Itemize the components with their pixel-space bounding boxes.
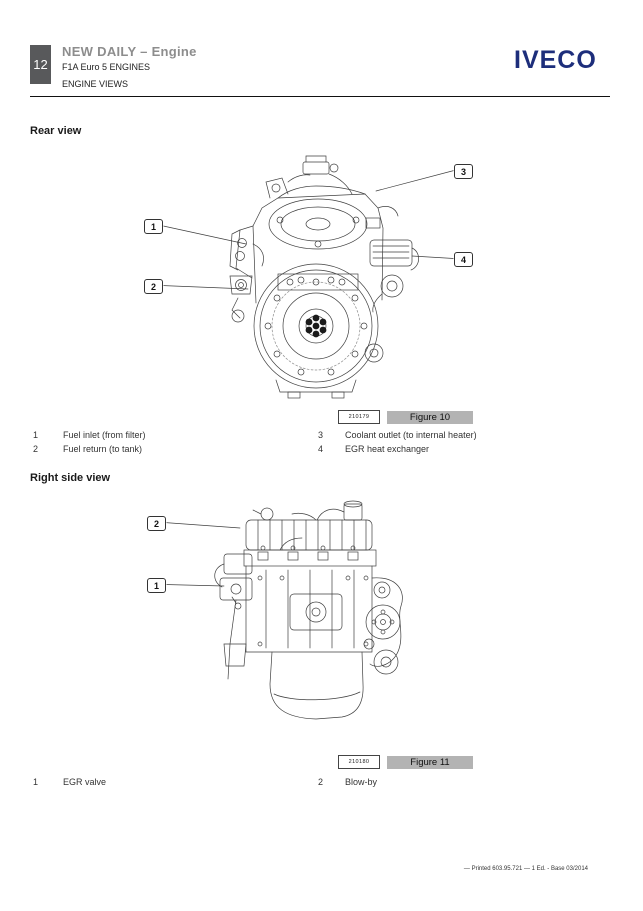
figure-code-box: 210179 <box>338 410 380 424</box>
leader-lines <box>163 522 241 587</box>
page-number-box: 12 <box>30 45 51 84</box>
valve-cover <box>268 198 368 250</box>
legend-number: 1 <box>33 430 39 440</box>
callout-2: 2 <box>144 279 163 294</box>
crankcase-block <box>245 565 373 653</box>
section-title-rear-view: Rear view <box>30 125 82 137</box>
doc-subtitle-engines: F1A Euro 5 ENGINES <box>62 62 151 72</box>
callout-4: 4 <box>454 252 473 267</box>
legend-number: 3 <box>318 430 324 440</box>
figure-10-caption: 210179 Figure 10 <box>338 410 473 424</box>
legend-text: EGR valve <box>63 777 107 787</box>
engine-right-side-diagram: 2 1 <box>120 494 520 746</box>
figure-code-box: 210180 <box>338 755 380 769</box>
cylinder-head <box>243 545 377 567</box>
fuel-lines-area <box>229 229 264 323</box>
header-rule <box>30 96 610 97</box>
blow-by-turret <box>316 500 363 521</box>
valve-cover <box>245 507 373 551</box>
oil-sump <box>269 651 364 720</box>
engine-rear-view-drawing <box>160 155 455 399</box>
doc-subtitle-engine-views: ENGINE VIEWS <box>62 79 129 89</box>
breather-cap <box>302 155 353 195</box>
legend-text: Fuel return (to tank) <box>63 444 143 454</box>
legend-number: 1 <box>33 777 39 787</box>
pulleys-and-belt <box>363 577 403 675</box>
egr-heat-exchanger <box>364 206 419 363</box>
doc-title: NEW DAILY – Engine <box>62 44 197 59</box>
page-number: 12 <box>33 57 48 72</box>
figure-11-caption: 210180 Figure 11 <box>338 755 473 769</box>
legend-number: 4 <box>318 444 324 454</box>
egr-valve-cluster <box>214 537 303 680</box>
engine-right-side-drawing <box>163 500 403 720</box>
footer-print-reference: — Printed 603.95.721 — 1 Ed. - Base 03/2… <box>463 866 588 872</box>
top-left-fittings <box>265 174 311 199</box>
legend-text: EGR heat exchanger <box>345 444 430 454</box>
hub-fastener-cluster <box>305 314 327 338</box>
callout-2: 2 <box>147 516 166 531</box>
figure-label-bar: Figure 10 <box>387 410 473 424</box>
figure-label-bar: Figure 11 <box>387 755 473 769</box>
legend-text: Fuel inlet (from filter) <box>63 430 146 440</box>
legend-number: 2 <box>318 777 324 787</box>
callout-1: 1 <box>147 578 166 593</box>
legend-text: Blow-by <box>345 777 378 787</box>
legend-number: 2 <box>33 444 39 454</box>
engine-block-outline <box>235 185 384 304</box>
section-title-right-side-view: Right side view <box>30 472 111 484</box>
engine-rear-view-diagram: 1 2 3 4 <box>120 148 520 410</box>
leader-lines <box>160 170 455 290</box>
callout-1: 1 <box>144 219 163 234</box>
legend-text: Coolant outlet (to internal heater) <box>345 430 477 440</box>
callout-3: 3 <box>454 164 473 179</box>
iveco-logo: IVECO <box>514 46 597 74</box>
